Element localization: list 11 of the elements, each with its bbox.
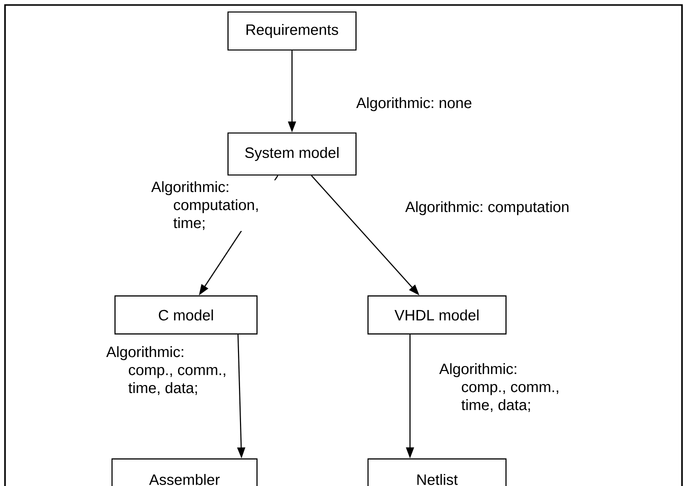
process-box: VHDL model bbox=[367, 295, 507, 335]
process-box: Assembler bbox=[111, 458, 258, 486]
process-box: System model bbox=[227, 132, 357, 176]
edge-label: Algorithmic: computation bbox=[404, 200, 570, 216]
edge-label: Algorithmic: computation, time; bbox=[150, 180, 276, 231]
process-box: Requirements bbox=[227, 11, 357, 51]
edge-label: Algorithmic: none bbox=[355, 96, 474, 112]
edge-label: Algorithmic: comp., comm., time, data; bbox=[105, 345, 232, 396]
process-box: C model bbox=[114, 295, 258, 335]
process-box: Netlist bbox=[367, 458, 507, 486]
edge-label: Algorithmic: comp., comm., time, data; bbox=[438, 362, 564, 413]
